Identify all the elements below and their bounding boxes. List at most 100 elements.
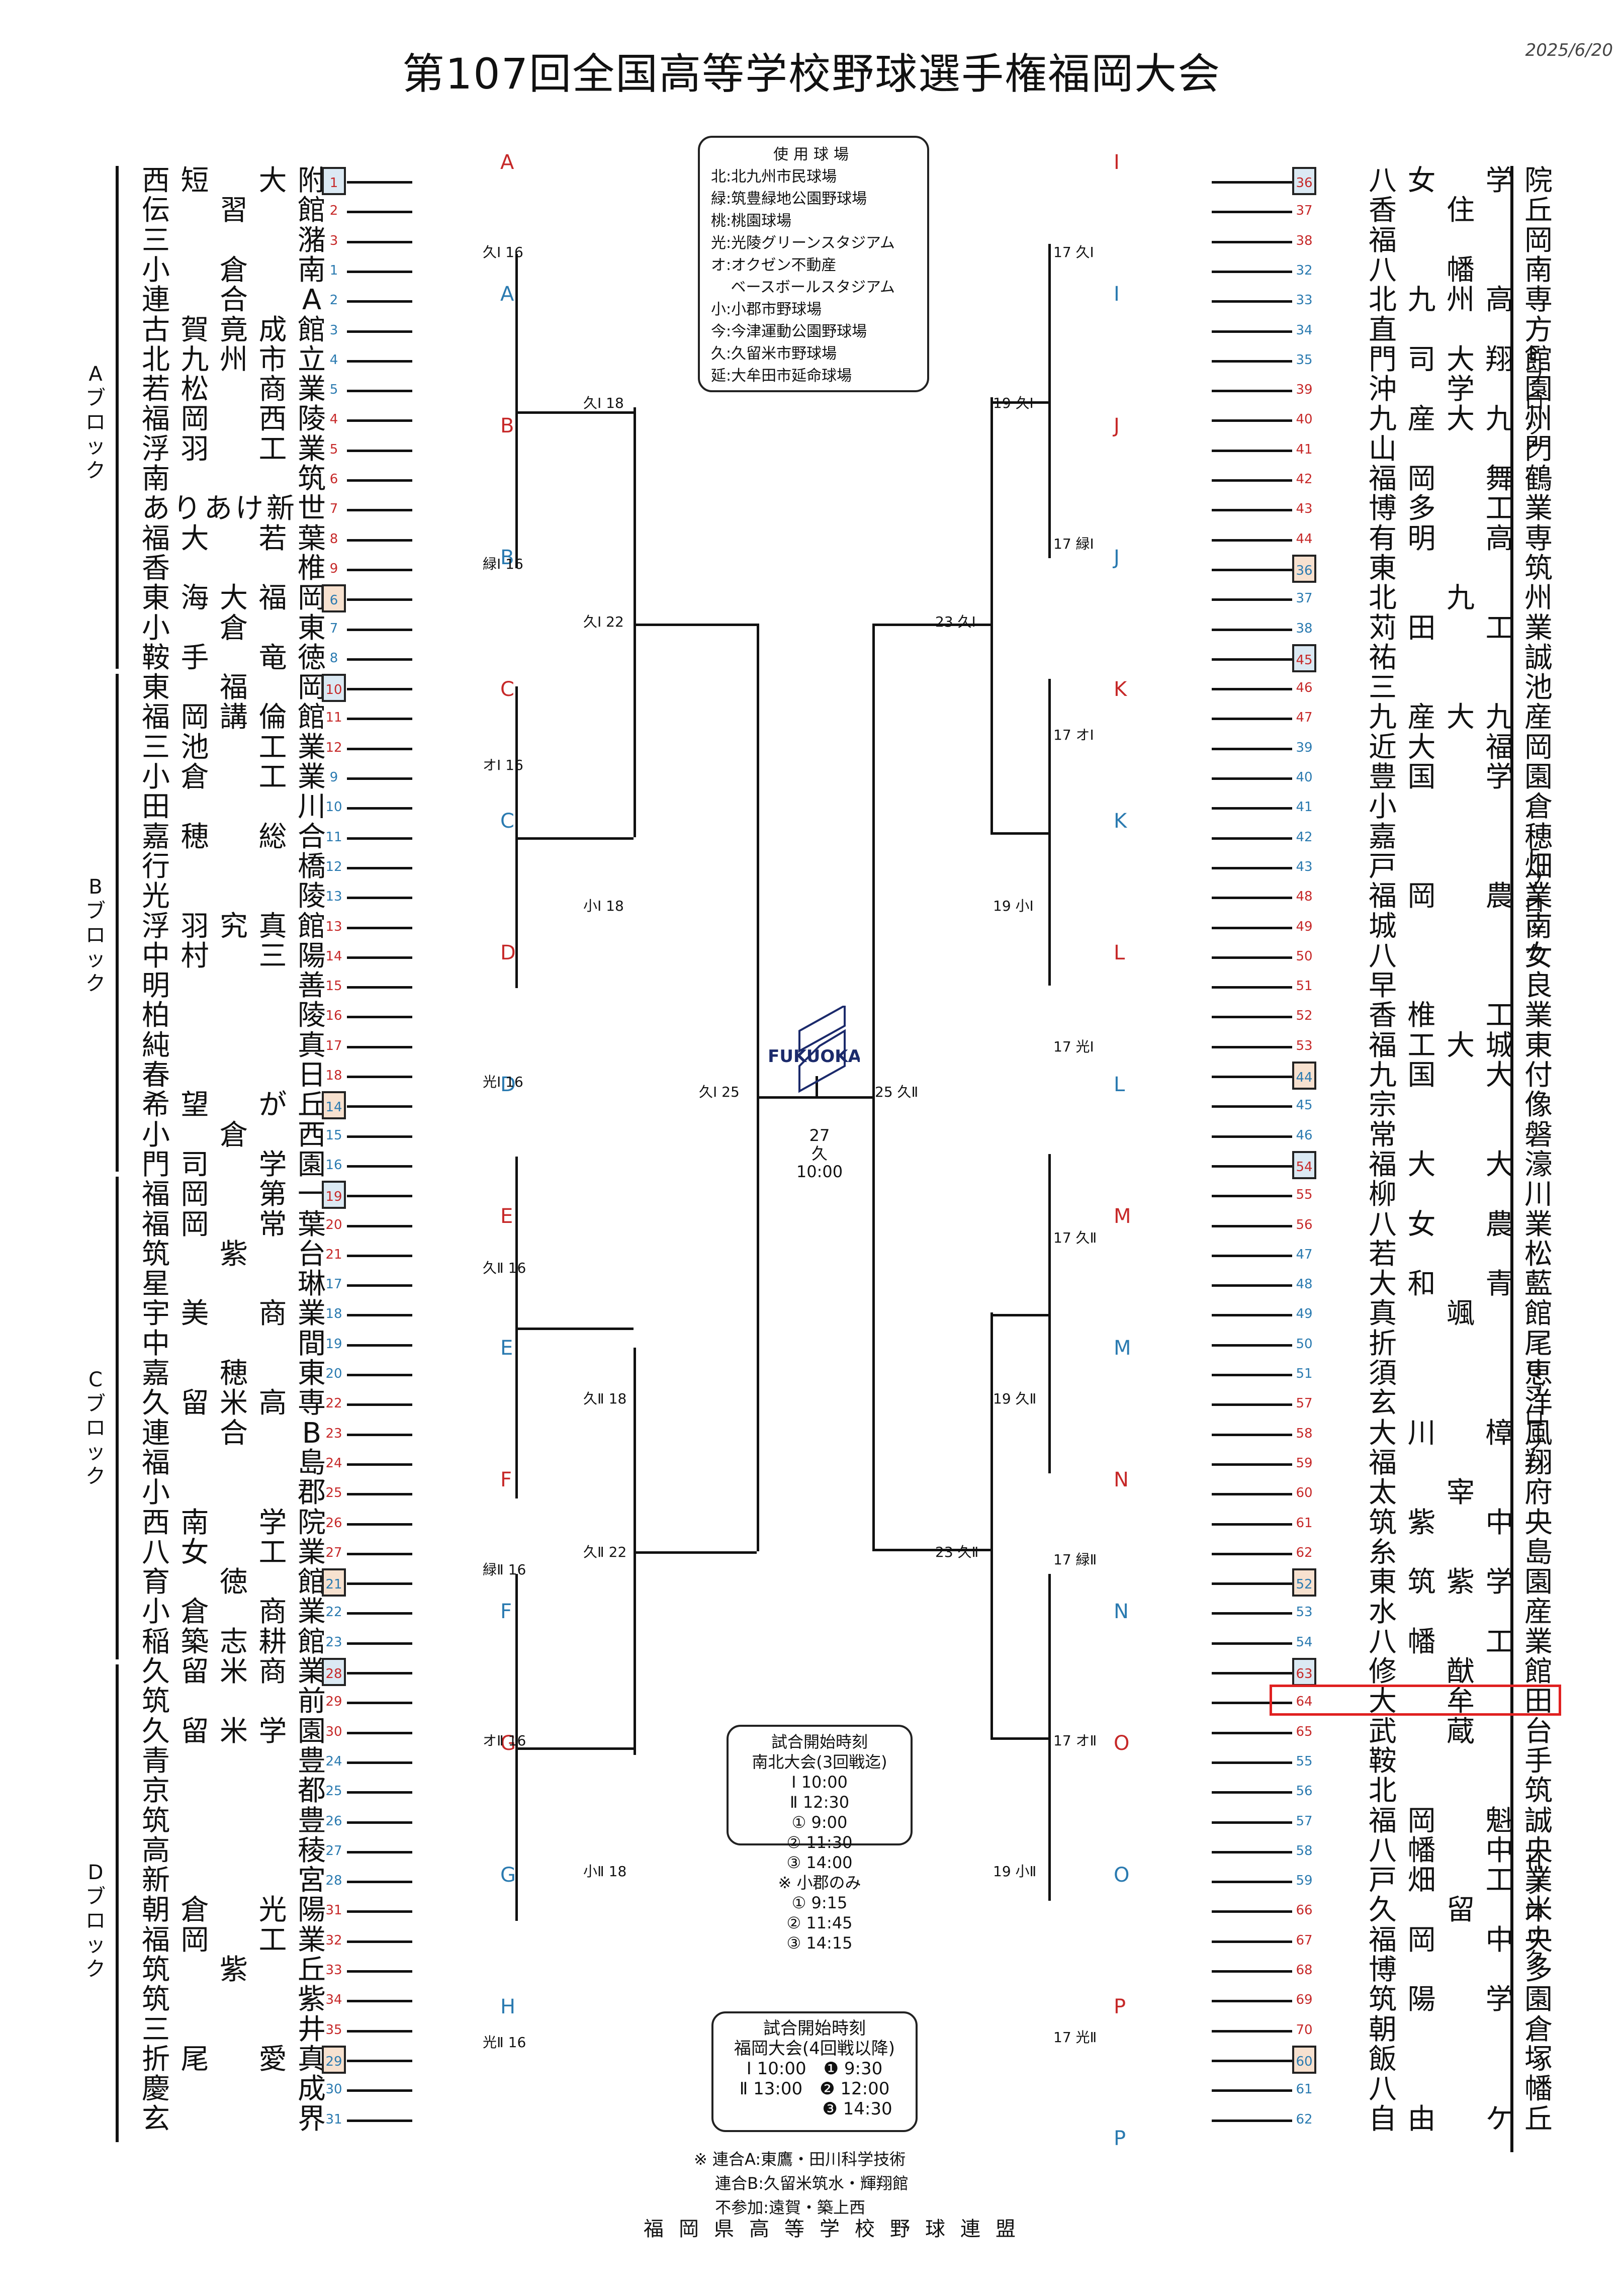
seed-number: 67 (1296, 1932, 1313, 1948)
match-label: 緑Ⅱ 16 (483, 1561, 526, 1578)
group-letter: K (1114, 810, 1127, 833)
notes: ※ 連合A:東鷹・田川科学技術 連合B:久留米筑水・輝翔館 不参加:遠賀・築上西 (694, 2147, 909, 2220)
seed-number: 37 (1296, 591, 1313, 606)
seed-number: 42 (1296, 829, 1313, 845)
match-label: 23 久Ⅱ (935, 1544, 979, 1560)
bracket-line (347, 1016, 412, 1019)
bracket-line (347, 1821, 412, 1824)
team-name: 宇美商業 (142, 1297, 326, 1331)
bracket-line (347, 1582, 412, 1585)
bracket-line (816, 1076, 818, 1096)
bracket-line (347, 300, 412, 303)
bracket-line (872, 624, 990, 626)
team-name: 慶成 (142, 2073, 326, 2106)
team-name: 小倉商業 (142, 1596, 326, 1629)
bracket-line (990, 401, 1048, 404)
seed-number: 60 (1292, 2045, 1316, 2074)
team-name: 育徳館 (142, 1566, 326, 1599)
bracket-line (347, 419, 412, 422)
schedule-row: ③ 14:00 (786, 1853, 853, 1872)
group-letter: A (500, 151, 514, 174)
bracket-line (1212, 568, 1292, 571)
seed-number: 61 (1296, 1515, 1313, 1531)
bracket-line (1212, 2000, 1292, 2003)
team-name: 西南学院 (142, 1506, 326, 1539)
bracket-line (515, 1747, 634, 1750)
publish-date: 2025/6/20 (1525, 40, 1613, 60)
team-name: 希望が丘 (142, 1089, 326, 1122)
bracket-line (1212, 598, 1292, 601)
brace-h (1503, 1654, 1513, 2152)
match-label: 久Ⅰ 25 (699, 1084, 740, 1100)
bracket-line (1212, 837, 1292, 840)
bracket-line (1212, 658, 1292, 661)
seed-number: 47 (1296, 1247, 1313, 1262)
bracket-line (1212, 2059, 1292, 2062)
schedule-row: ③ 14:15 (786, 1933, 853, 1953)
venue-item: 桃:桃園球場 (711, 212, 792, 230)
team-name: 苅田工業 (1369, 611, 1553, 645)
match-label: オⅡ 16 (483, 1732, 526, 1749)
team-name: 福岡工業 (142, 1923, 326, 1957)
seed-number: 33 (325, 1963, 342, 1978)
bracket-line (347, 1970, 412, 1973)
bracket-line (347, 718, 412, 721)
team-name: 福岡中央 (1369, 1923, 1553, 1957)
bracket-line (1212, 1045, 1292, 1048)
seed-number: 50 (1296, 1336, 1313, 1352)
team-name: 田川 (142, 790, 326, 824)
bracket-line (1212, 1612, 1292, 1615)
seed-number: 11 (325, 710, 342, 726)
team-name: 戸畑 (1369, 850, 1553, 883)
group-letter: I (1114, 283, 1120, 306)
team-name: 筑前 (142, 1685, 326, 1718)
bracket-line (757, 1096, 817, 1099)
highlight-box (1270, 1685, 1561, 1716)
bracket-line (347, 956, 412, 959)
bracket-line (347, 1135, 412, 1138)
block-label-h: Hブロック (1524, 1851, 1545, 1971)
team-name: 中間 (142, 1327, 326, 1360)
team-name: 福翔 (1369, 1446, 1553, 1479)
team-name: 伝習館 (142, 194, 326, 227)
team-name: 高稜 (142, 1834, 326, 1867)
bracket-line (347, 1702, 412, 1705)
team-name: 朝倉 (1369, 2013, 1553, 2046)
seed-number: 26 (325, 1813, 342, 1829)
seed-number: 23 (325, 1426, 342, 1441)
match-label: 久Ⅱ 22 (583, 1544, 627, 1560)
team-name: 三井 (142, 2013, 326, 2046)
team-name: ありあけ新世 (142, 492, 326, 525)
team-name: 筑紫 (142, 1983, 326, 2016)
seed-number: 7 (329, 621, 338, 636)
team-name: 北九州高専 (1369, 284, 1553, 317)
bracket-line (347, 747, 412, 750)
group-letter: A (500, 283, 514, 306)
team-name: 小倉西 (142, 1118, 326, 1152)
group-letter: J (1114, 546, 1120, 569)
team-name: 玄界 (142, 2102, 326, 2136)
seed-number: 44 (1292, 1062, 1316, 1090)
team-name: 八幡南 (1369, 253, 1553, 287)
bracket-line (990, 1313, 1048, 1316)
team-name: 宗像 (1369, 1089, 1553, 1122)
seed-number: 1 (322, 167, 346, 195)
team-name: 朝倉光陽 (142, 1894, 326, 1927)
match-label: 小Ⅱ 18 (583, 1863, 627, 1880)
bracket-line (1212, 1702, 1292, 1705)
seed-number: 22 (325, 1605, 342, 1620)
team-name: 行橋 (142, 850, 326, 883)
team-name: 久留米商業 (142, 1655, 326, 1688)
venue-item: 光:光陵グリーンスタジアム (711, 234, 895, 252)
team-name: 香住丘 (1369, 194, 1553, 227)
bracket-line (990, 832, 1048, 835)
team-name: 武蔵台 (1369, 1715, 1553, 1748)
team-name: 糸島 (1369, 1536, 1553, 1569)
bracket-line (1212, 897, 1292, 900)
page-title: 第107回全国高等学校野球選手権福岡大会 (402, 49, 1221, 99)
bracket-line (347, 837, 412, 840)
team-name: 古賀竟成館 (142, 313, 326, 346)
team-name: 久留米 (1369, 1894, 1553, 1927)
seed-number: 54 (1296, 1634, 1313, 1650)
seed-number: 10 (325, 800, 342, 815)
